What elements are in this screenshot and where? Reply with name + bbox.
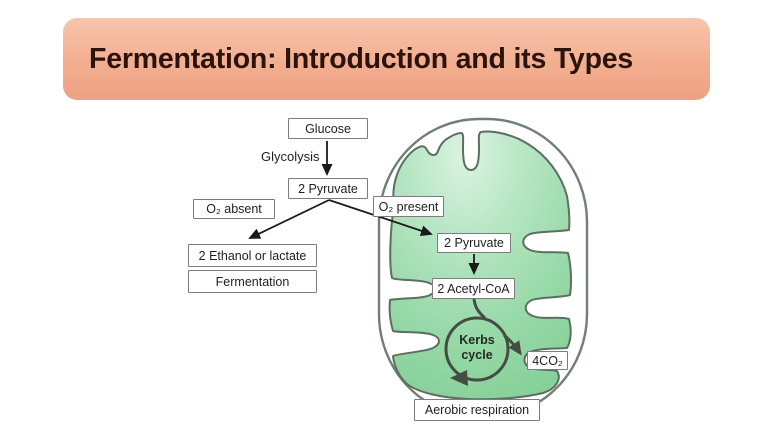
title-banner: Fermentation: Introduction and its Types (63, 18, 710, 100)
arrow-krebs-to-co2 (503, 333, 522, 356)
connector-acetylcoa-to-krebs (472, 298, 486, 320)
node-glucose: Glucose (288, 118, 368, 139)
glycolysis-label: Glycolysis (261, 149, 320, 164)
krebs-cycle-circle (444, 316, 510, 382)
node-fermentation: Fermentation (188, 270, 317, 293)
node-acetyl-coa: 2 Acetyl-CoA (432, 278, 515, 299)
krebs-cycle-direction-arrowhead (450, 370, 468, 386)
krebs-cycle-label: Kerbs cycle (459, 333, 495, 362)
arrow-pyruvate-to-ethanol (248, 199, 330, 239)
node-aerobic-respiration: Aerobic respiration (414, 399, 540, 421)
node-pyruvate-cytosol: 2 Pyruvate (288, 178, 368, 199)
node-pyruvate-mitochondrion: 2 Pyruvate (437, 233, 511, 253)
node-ethanol-or-lactate: 2 Ethanol or lactate (188, 244, 317, 267)
node-o2-present: O₂ present (373, 196, 444, 217)
node-co2: 4CO₂ (527, 351, 568, 370)
arrow-pyruvate-to-mito-pyruvate (328, 199, 433, 237)
page-title: Fermentation: Introduction and its Types (89, 42, 634, 75)
node-o2-absent: O₂ absent (193, 199, 275, 219)
